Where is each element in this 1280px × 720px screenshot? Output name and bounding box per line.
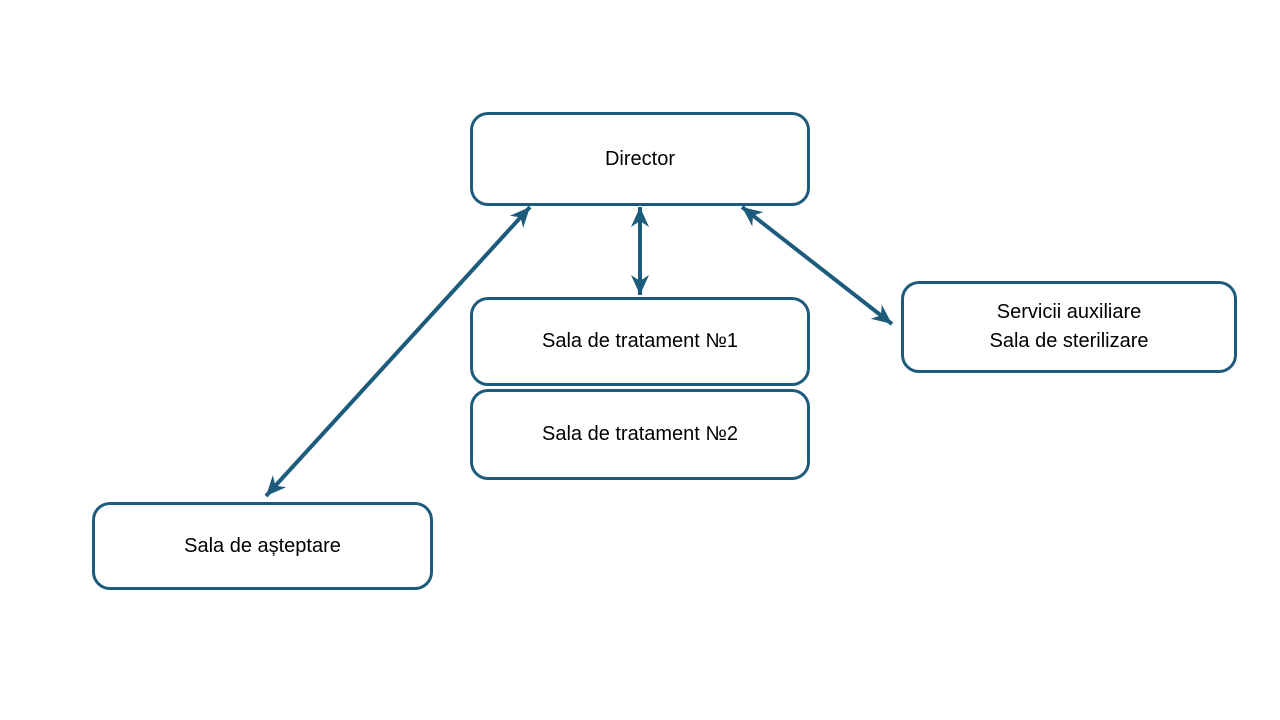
- node-sala-asteptare-label: Sala de așteptare: [184, 534, 341, 557]
- node-sala-tratament-1: Sala de tratament №1: [470, 297, 810, 386]
- node-sala-asteptare: Sala de așteptare: [92, 502, 433, 590]
- node-servicii-auxiliare: Servicii auxiliare Sala de sterilizare: [901, 281, 1237, 373]
- node-sala-tratament-1-label: Sala de tratament №1: [541, 330, 738, 352]
- node-sala-tratament-2: Sala de tratament №2: [470, 389, 810, 480]
- node-director-label: Director: [604, 147, 675, 170]
- connector-director-servicii: [740, 205, 894, 326]
- node-servicii-auxiliare-label: Servicii auxiliare Sala de sterilizare: [989, 301, 1149, 352]
- node-director: Director: [470, 112, 810, 206]
- connector-director-asteptare: [264, 205, 532, 498]
- node-sala-tratament-2-label: Sala de tratament №2: [541, 423, 738, 445]
